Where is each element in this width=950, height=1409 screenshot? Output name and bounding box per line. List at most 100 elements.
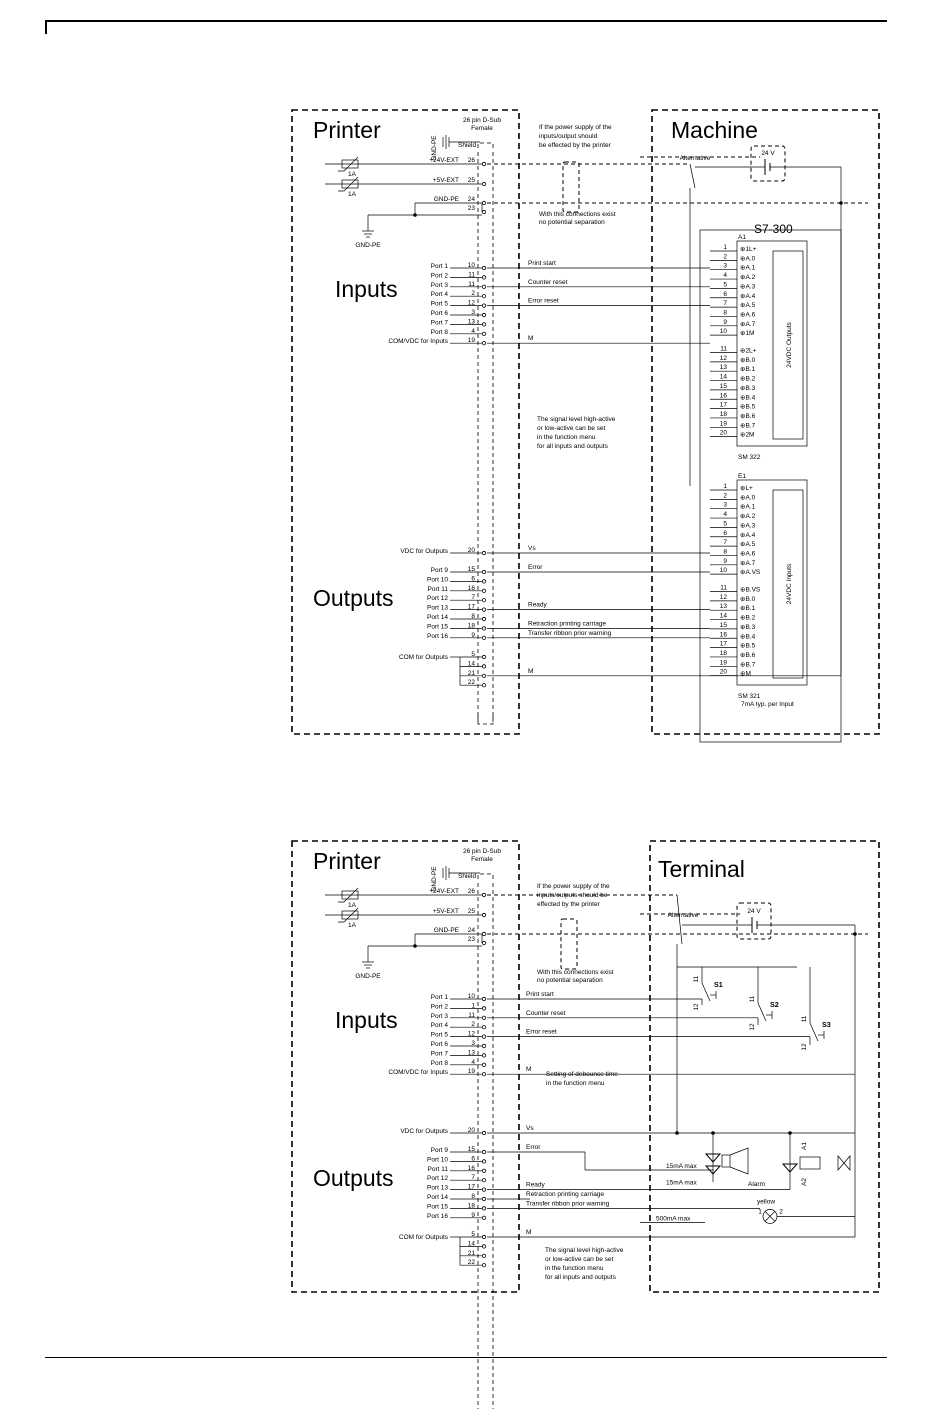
d1-output-label-3: Port 11 <box>428 586 449 593</box>
d2-current-1: 15mA max <box>666 1163 697 1170</box>
d1-m1-num-17: 18 <box>720 411 728 418</box>
d1-input-pin-6: 13 <box>468 318 476 325</box>
d1-m1-num-2: 3 <box>723 263 727 270</box>
d2-in-signal-8: M <box>526 1066 531 1073</box>
d1-note-signal-3: for all inputs and outputs <box>537 443 609 450</box>
d1-input-pin-0: 10 <box>468 262 476 269</box>
d1-out-signal-5: Ready <box>528 602 548 609</box>
d1-m1-num-7: 8 <box>723 309 727 316</box>
d1-note-signal-0: The signal level high-active <box>537 416 616 423</box>
d2-relay-diode <box>781 1163 799 1173</box>
d1-input-terminal-8 <box>481 341 487 346</box>
d2-diode-2 <box>704 1165 722 1175</box>
d2-input-label-1: Port 2 <box>431 1003 449 1010</box>
d2-output-pin-8: 9 <box>471 1212 475 1219</box>
d2-input-label-0: Port 1 <box>431 994 449 1001</box>
d2-printer-box <box>291 840 520 1293</box>
d2-fuse-1: 1A <box>348 902 357 909</box>
d1-output-pin-2: 6 <box>471 575 475 582</box>
d1-m2-term-5: ⊕A.4 <box>740 532 756 539</box>
d1-com-terminal-2 <box>481 673 487 678</box>
d1-output-pin-5: 17 <box>468 604 476 611</box>
d1-m2-term-4: ⊕A.3 <box>740 522 756 529</box>
d2-input-terminal-7 <box>481 1062 487 1067</box>
d2-com-terminal-3 <box>481 1263 487 1268</box>
d1-m2-num-17: 18 <box>720 650 728 657</box>
d1-m1-term-19: ⊕2M <box>740 432 754 439</box>
d1-fuse-1: 1A <box>348 171 357 178</box>
d2-terminal-title: Terminal <box>658 856 745 882</box>
d2-input-pin-2: 11 <box>468 1012 475 1019</box>
d1-power-terminal-3 <box>481 209 487 215</box>
d1-input-label-3: Port 4 <box>431 291 449 298</box>
d1-alternative: Alternative <box>680 155 711 162</box>
d1-power-pin-0: 26 <box>468 157 476 164</box>
d1-machine-box <box>651 109 880 735</box>
d2-output-label-3: Port 11 <box>428 1166 449 1173</box>
d2-input-label-2: Port 3 <box>431 1013 449 1020</box>
d1-m1-term-6: ⊕A.5 <box>740 302 756 309</box>
d2-note-signal-0: The signal level high-active <box>545 1247 624 1254</box>
d1-module1-inner <box>772 250 804 440</box>
d1-m1-term-13: ⊕B.2 <box>740 376 756 383</box>
d1-input-label-7: Port 8 <box>431 329 449 336</box>
d2-output-label-6: Port 14 <box>427 1194 448 1201</box>
d1-m1-num-1: 2 <box>723 253 727 260</box>
d2-output-pin-4: 7 <box>471 1174 475 1181</box>
d1-m2-num-7: 8 <box>723 548 727 555</box>
d1-output-terminal-2 <box>481 579 487 584</box>
d2-relay-a1: A1 <box>801 1142 808 1150</box>
d1-output-pin-1: 15 <box>468 566 476 573</box>
d1-input-terminal-1 <box>481 275 487 280</box>
d1-shield-gndpe: GND-PE <box>431 135 438 161</box>
d1-input-terminal-2 <box>481 284 487 289</box>
d2-output-pin-6: 8 <box>471 1193 475 1200</box>
d1-output-label-2: Port 10 <box>427 576 448 583</box>
d2-output-pin-3: 16 <box>468 1165 476 1172</box>
d2-output-terminal-4 <box>481 1178 487 1183</box>
d1-m1-num-15: 16 <box>720 392 728 399</box>
d2-switch-a-2: 11 <box>801 1015 808 1022</box>
d2-alarm-label: Alarm <box>748 1181 765 1188</box>
d2-note-power-2: effected by the printer <box>537 901 601 908</box>
d1-m1-term-15: ⊕B.4 <box>740 394 756 401</box>
d1-m2-num-16: 17 <box>720 641 728 648</box>
d1-machine-title: Machine <box>671 117 758 143</box>
d2-in-signal-0: Print start <box>526 991 554 998</box>
d1-output-terminal-3 <box>481 588 487 593</box>
d2-shield-label: Shield <box>458 873 476 880</box>
fuse-symbol <box>341 890 359 900</box>
d1-module2-footer2: 7mA typ. per Input <box>741 701 794 708</box>
d1-power-label-0: +24V-EXT <box>429 157 459 164</box>
d1-output-terminal-8 <box>481 635 487 640</box>
d1-m2-term-19: ⊕M <box>740 671 751 678</box>
d2-switch-blade-2 <box>809 1022 819 1042</box>
d1-com-pin-2: 21 <box>468 670 476 677</box>
d2-alarm-body <box>721 1154 731 1168</box>
d1-output-terminal-5 <box>481 607 487 612</box>
d1-m2-num-9: 10 <box>720 567 728 574</box>
fuse-diagonal <box>338 907 359 923</box>
d1-printer-box <box>291 109 520 735</box>
d2-output-label-5: Port 13 <box>427 1185 448 1192</box>
d1-input-pin-7: 4 <box>471 328 475 335</box>
d1-module1-side: 24VDC Outputs <box>786 321 793 367</box>
d2-input-label-4: Port 5 <box>431 1032 449 1039</box>
d2-note-signal-3: for all inputs and outputs <box>545 1274 617 1281</box>
d1-input-label-5: Port 6 <box>431 310 449 317</box>
d1-in-signal-2: Counter reset <box>528 279 568 286</box>
d2-output-pin-2: 6 <box>471 1155 475 1162</box>
d1-output-pin-0: 20 <box>468 547 476 554</box>
d1-m1-term-9: ⊕1M <box>740 330 754 337</box>
d1-output-terminal-0 <box>481 550 487 556</box>
d2-input-terminal-6 <box>481 1053 487 1058</box>
d1-note-power-0: If the power supply of the <box>539 124 612 131</box>
d1-note-signal-2: in the function menu <box>537 434 596 441</box>
d1-output-pin-6: 8 <box>471 613 475 620</box>
d2-diode-1 <box>704 1153 722 1163</box>
d1-output-label-7: Port 15 <box>427 623 448 630</box>
d1-input-pin-2: 11 <box>468 281 475 288</box>
d1-input-terminal-0 <box>481 265 487 271</box>
d1-out-signal-0: Vs <box>528 545 536 552</box>
